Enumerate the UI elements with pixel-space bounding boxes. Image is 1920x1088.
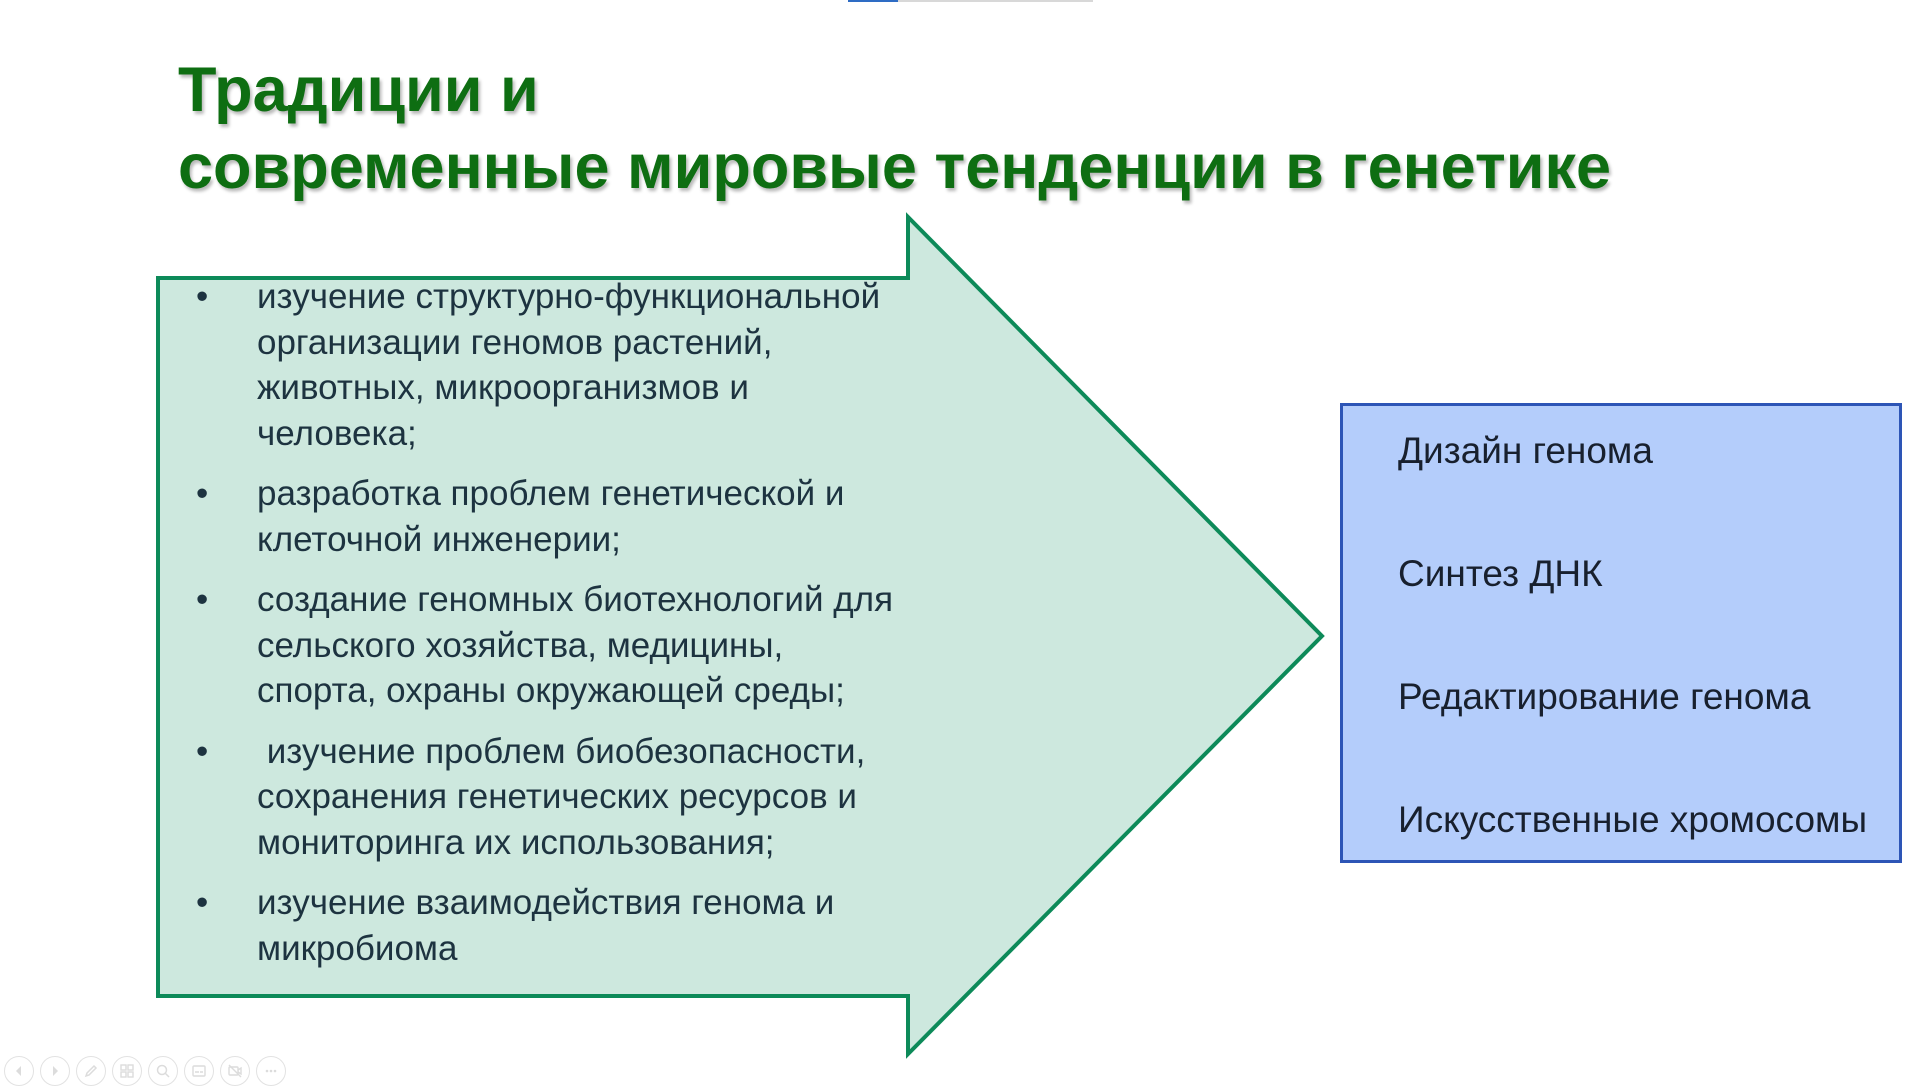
camera-off-icon	[228, 1064, 242, 1078]
next-slide-button[interactable]	[40, 1056, 70, 1086]
bullet-marker: •	[196, 474, 209, 513]
pen-button[interactable]	[76, 1056, 106, 1086]
bullet-marker: •	[196, 580, 209, 619]
previous-slide-button[interactable]	[4, 1056, 34, 1086]
subtitles-button[interactable]	[184, 1056, 214, 1086]
arrow-body	[156, 212, 1325, 1059]
trend-item: Искусственные хромосомы	[1398, 799, 1868, 840]
arrow-list-item: • изучение структурно-функциональной орг…	[190, 274, 970, 456]
arrow-list-item-text: изучение структурно-функциональной орган…	[257, 277, 881, 453]
arrow-list-item: • создание геномных биотехнологий для се…	[190, 577, 970, 714]
trend-item: Дизайн генома	[1398, 430, 1653, 471]
arrow-list-item-text: изучение проблем биобезопасности, сохран…	[257, 731, 866, 862]
more-options-button[interactable]	[256, 1056, 286, 1086]
bullet-marker: •	[196, 277, 209, 316]
slide-progress-indicator	[848, 0, 1093, 2]
bullet-marker: •	[196, 883, 209, 922]
arrow-list-item-text: разработка проблем генетической и клеточ…	[257, 474, 845, 559]
arrow-list-item-text: создание геномных биотехнологий для сель…	[257, 580, 894, 710]
subtitles-icon	[192, 1065, 206, 1077]
zoom-button[interactable]	[148, 1056, 178, 1086]
trend-item: Редактирование генома	[1398, 676, 1811, 717]
bullet-marker: •	[196, 731, 209, 771]
slides-grid-icon	[120, 1064, 134, 1078]
previous-slide-icon	[16, 1066, 21, 1076]
camera-toggle-button[interactable]	[220, 1056, 250, 1086]
trend-item: Синтез ДНК	[1398, 553, 1603, 594]
trends-box: Дизайн генома Синтез ДНК Редактирование …	[1340, 403, 1902, 863]
arrow-list-item: • изучение проблем биобезопасности, сохр…	[190, 729, 970, 866]
zoom-icon	[156, 1064, 170, 1078]
more-options-icon	[265, 1069, 277, 1073]
see-all-slides-button[interactable]	[112, 1056, 142, 1086]
slide-title-line-1: Традиции и	[178, 55, 539, 125]
slide-title-line-2: современные мировые тенденции в генетике	[178, 132, 1612, 202]
arrow-list-item: • изучение взаимодействия генома и микро…	[190, 880, 970, 971]
pen-icon	[84, 1064, 98, 1078]
arrow-list-item-text: изучение взаимодействия генома и микроби…	[257, 883, 835, 968]
next-slide-icon	[53, 1066, 58, 1076]
slideshow-toolbar	[4, 1056, 286, 1088]
slide-title: Традиции и современные мировые тенденции…	[178, 52, 1678, 206]
slide-progress-active	[848, 0, 898, 2]
arrow-bullet-list: • изучение структурно-функциональной орг…	[190, 274, 970, 986]
arrow-list-item: • разработка проблем генетической и клет…	[190, 471, 970, 562]
